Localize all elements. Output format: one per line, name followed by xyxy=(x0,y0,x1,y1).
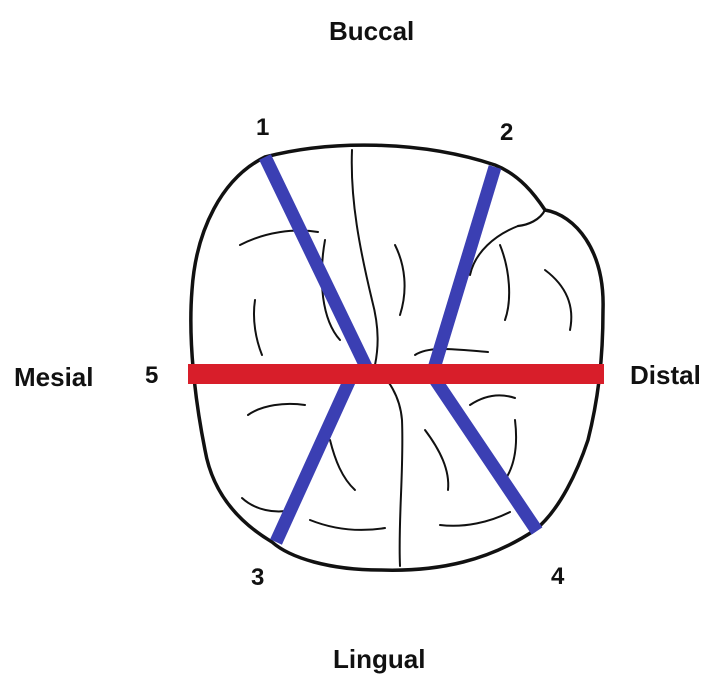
label-distal: Distal xyxy=(630,362,701,388)
label-lingual: Lingual xyxy=(333,646,425,672)
number-label-1: 1 xyxy=(256,116,269,140)
label-mesial: Mesial xyxy=(14,364,94,390)
label-buccal: Buccal xyxy=(329,18,414,44)
number-label-5: 5 xyxy=(145,364,158,388)
number-label-2: 2 xyxy=(500,121,513,145)
number-label-3: 3 xyxy=(251,566,264,590)
number-label-4: 4 xyxy=(551,565,564,589)
